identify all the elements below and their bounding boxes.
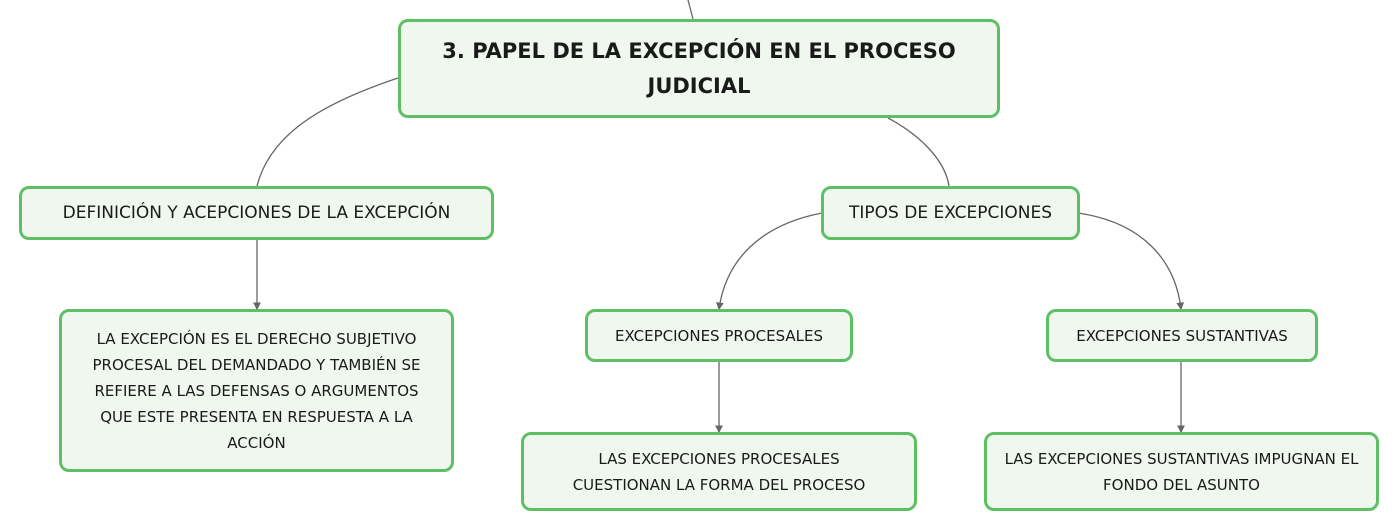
topic-tipos-label: TIPOS DE EXCEPCIONES [849,203,1052,223]
root-topic-label: 3. PAPEL DE LA EXCEPCIÓN EN EL PROCESO J… [442,38,956,98]
topic-tipos[interactable]: TIPOS DE EXCEPCIONES [821,186,1080,240]
connector-root-tipos [887,117,950,187]
root-topic[interactable]: 3. PAPEL DE LA EXCEPCIÓN EN EL PROCESO J… [398,19,1000,118]
connector-root-definicion [256,77,399,187]
topic-procesales[interactable]: EXCEPCIONES PROCESALES [585,309,853,362]
topic-sustantivas-detail-text: LAS EXCEPCIONES SUSTANTIVAS IMPUGNAN EL … [1004,449,1359,494]
topic-sustantivas-label: EXCEPCIONES SUSTANTIVAS [1076,326,1288,345]
connector-incoming-root [687,0,694,20]
topic-procesales-detail[interactable]: LAS EXCEPCIONES PROCESALES CUESTIONAN LA… [521,432,917,511]
topic-definicion-label: DEFINICIÓN Y ACEPCIONES DE LA EXCEPCIÓN [62,203,451,223]
connector-tipos-sustantivas [1077,212,1185,311]
topic-definicion-detail-text: LA EXCEPCIÓN ES EL DERECHO SUBJETIVO PRO… [92,329,421,452]
topic-procesales-detail-text: LAS EXCEPCIONES PROCESALES CUESTIONAN LA… [572,449,866,494]
topic-sustantivas[interactable]: EXCEPCIONES SUSTANTIVAS [1046,309,1318,362]
connector-tipos-procesales [716,212,823,311]
topic-definicion[interactable]: DEFINICIÓN Y ACEPCIONES DE LA EXCEPCIÓN [19,186,494,240]
topic-definicion-detail[interactable]: LA EXCEPCIÓN ES EL DERECHO SUBJETIVO PRO… [59,309,454,472]
topic-sustantivas-detail[interactable]: LAS EXCEPCIONES SUSTANTIVAS IMPUGNAN EL … [984,432,1379,511]
topic-procesales-label: EXCEPCIONES PROCESALES [615,326,823,345]
